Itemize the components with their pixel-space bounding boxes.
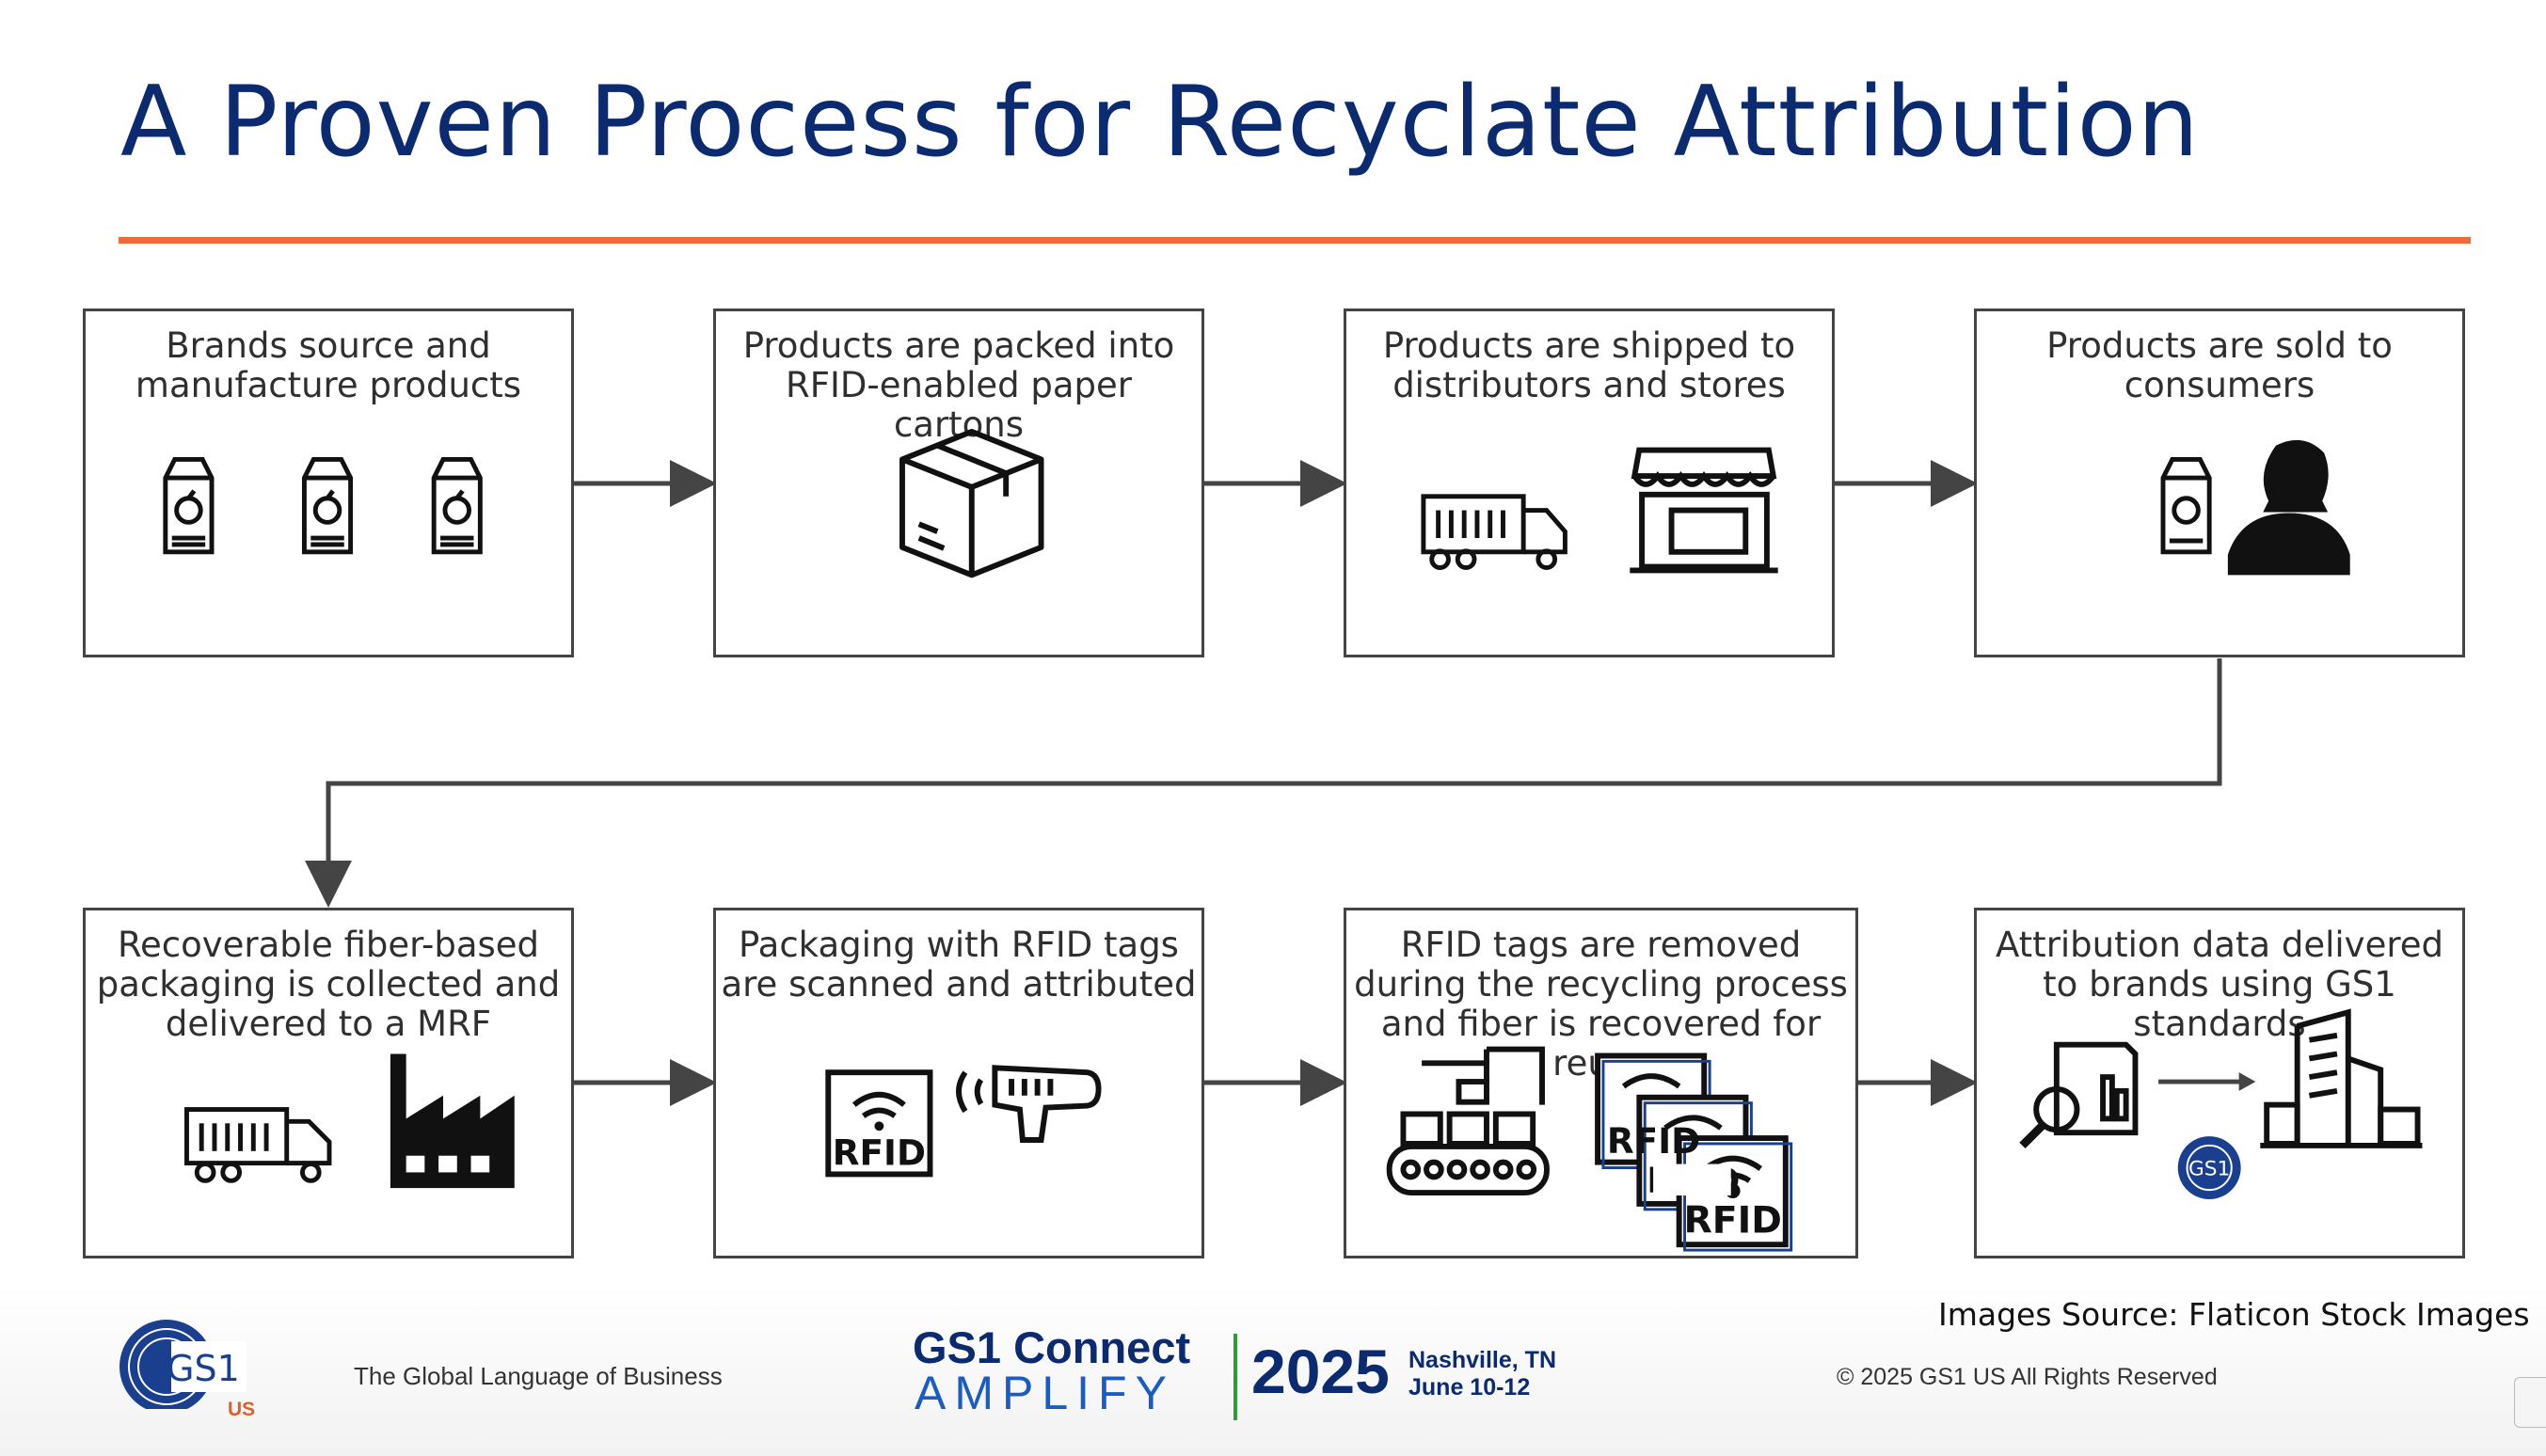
rfid-tag-text: RFID <box>1683 1198 1781 1242</box>
step-4-label: Products are sold to consumers <box>2046 325 2393 405</box>
step-7-box: RFID tags are removed during the recycli… <box>1344 908 1858 1258</box>
event-subtitle: AMPLIFY <box>915 1367 1175 1419</box>
cardboard-box-icon <box>899 428 1044 578</box>
conveyor-icon <box>1386 1046 1550 1196</box>
step-6-label: Packaging with RFID tags are scanned and… <box>721 925 1197 1005</box>
step-7-label: RFID tags are removed during the recycli… <box>1354 925 1848 1084</box>
attribution-icons: GS1 <box>2019 1008 2423 1199</box>
step-1-box: Brands source and manufacture products <box>83 309 574 657</box>
step-1-label: Brands source and manufacture products <box>135 325 522 405</box>
barcode-scanner-icon <box>956 1065 1102 1143</box>
rfid-tags-stack-icon: RFID RFID RFID <box>1595 1052 1793 1252</box>
event-name: GS1 Connect <box>913 1322 1191 1372</box>
image-source-note: Images Source: Flaticon Stock Images <box>1938 1296 2530 1333</box>
store-icon <box>1630 447 1778 574</box>
title-underline <box>119 237 2471 244</box>
step-4-box: Products are sold to consumers <box>1974 309 2465 657</box>
event-dates: June 10-12 <box>1408 1374 1531 1401</box>
gs1-text: GS1 <box>2188 1157 2230 1180</box>
truck-icon <box>1421 494 1567 570</box>
milk-carton-icon <box>2160 456 2212 555</box>
gs1-logo-small: GS1 <box>2177 1136 2241 1199</box>
truck-icon <box>184 1107 332 1183</box>
copyright: © 2025 GS1 US All Rights Reserved <box>1837 1364 2218 1390</box>
rfid-tag-icon: RFID <box>825 1069 933 1178</box>
page-title: A Proven Process for Recyclate Attributi… <box>120 66 2200 179</box>
step-5-label: Recoverable fiber-based packaging is col… <box>96 925 561 1044</box>
rfid-tag-text: RFID <box>833 1132 926 1174</box>
tagline: The Global Language of Business <box>354 1362 723 1390</box>
step-6-box: Packaging with RFID tags are scanned and… <box>713 908 1204 1258</box>
gs1-region-label: US <box>228 1399 256 1420</box>
arrow-4-5 <box>305 658 2222 908</box>
gs1-logo: GS1 <box>119 1320 247 1409</box>
step-3-box: Products are shipped to distributors and… <box>1344 309 1835 657</box>
consumer-icons <box>2160 439 2350 576</box>
report-search-icon <box>2019 1041 2139 1149</box>
step-2-box: Products are packed into RFID-enabled pa… <box>713 309 1204 657</box>
milk-carton-icons <box>163 456 483 555</box>
event-divider <box>1233 1334 1237 1420</box>
building-icon <box>2260 1008 2423 1148</box>
step-8-box: Attribution data delivered to brands usi… <box>1974 908 2465 1258</box>
gs1-logo-text: GS1 <box>167 1348 240 1389</box>
rfid-partial-1: RFID <box>1607 1120 1700 1162</box>
rfid-scan-icons: RFID <box>825 1065 1102 1178</box>
step-2-label: Products are packed into RFID-enabled pa… <box>742 325 1175 445</box>
truck-and-factory-icons <box>184 1053 515 1189</box>
milk-carton-icon <box>301 456 354 555</box>
footer-bar <box>0 1285 2546 1456</box>
recycling-icons: RFID RFID RFID <box>1386 1046 1793 1252</box>
step-8-label: Attribution data delivered to brands usi… <box>1996 925 2443 1044</box>
person-icon <box>2227 439 2350 576</box>
side-tab-button[interactable] <box>2514 1377 2546 1428</box>
step-3-label: Products are shipped to distributors and… <box>1382 325 1796 405</box>
milk-carton-icon <box>163 456 215 555</box>
step-5-box: Recoverable fiber-based packaging is col… <box>83 908 574 1258</box>
milk-carton-icon <box>431 456 483 555</box>
event-year: 2025 <box>1251 1337 1390 1406</box>
factory-icon <box>390 1053 515 1189</box>
truck-and-store-icons <box>1421 447 1778 574</box>
event-place: Nashville, TN <box>1408 1347 1556 1373</box>
event-location: Nashville, TN June 10-12 <box>1408 1347 1556 1401</box>
